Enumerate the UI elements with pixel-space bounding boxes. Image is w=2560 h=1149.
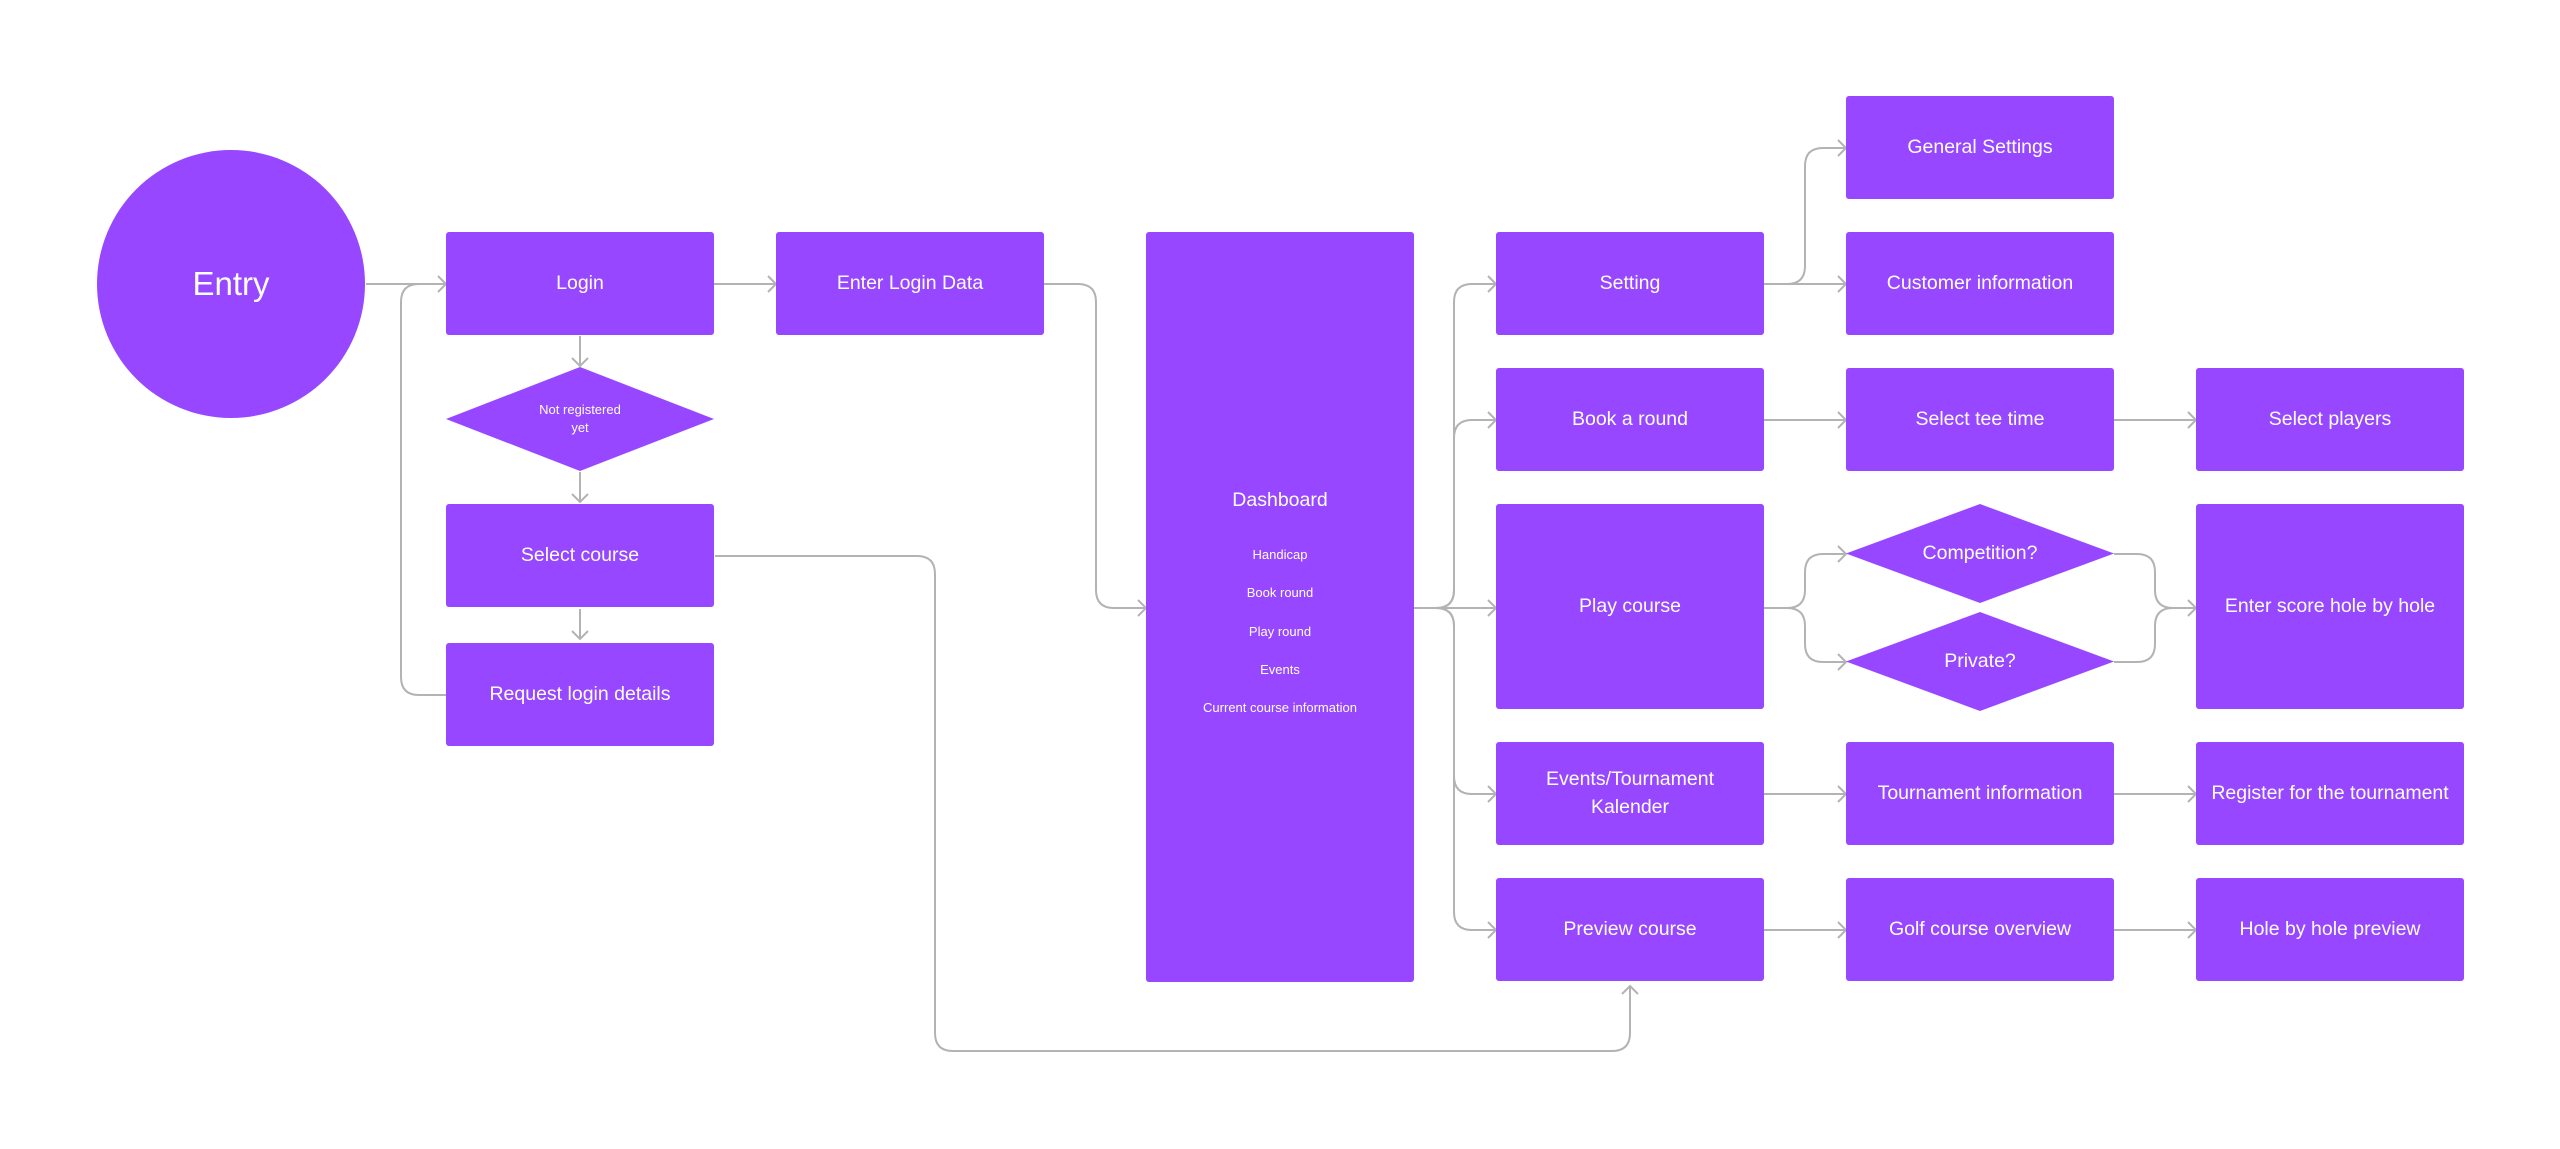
not-registered-label: Not registered yet xyxy=(539,401,621,435)
hole-by-hole-preview-node[interactable]: Hole by hole preview xyxy=(2196,878,2464,981)
entry-node[interactable]: Entry xyxy=(97,150,365,418)
select-players-node[interactable]: Select players xyxy=(2196,368,2464,471)
enter-login-data-label: Enter Login Data xyxy=(836,271,984,294)
preview-course-label: Preview course xyxy=(1563,917,1697,940)
customer-information-node[interactable]: Customer information xyxy=(1846,232,2114,335)
setting-node[interactable]: Setting xyxy=(1496,232,1764,335)
events-tournament-kalender-node[interactable]: Events/Tournament Kalender xyxy=(1496,742,1764,845)
events-tournament-kalender-label: Events/Tournament Kalender xyxy=(1545,768,1714,818)
edge-competition-score xyxy=(2114,553,2196,609)
dashboard-item-play-round: Play round xyxy=(1248,623,1312,639)
golf-course-overview-label: Golf course overview xyxy=(1888,917,2072,940)
private-decision[interactable]: Private? xyxy=(1846,612,2114,711)
register-tournament-label: Register for the tournament xyxy=(2211,781,2449,804)
setting-label: Setting xyxy=(1599,271,1661,294)
register-tournament-node[interactable]: Register for the tournament xyxy=(2196,742,2464,845)
edge-enterlogin-dashboard xyxy=(1044,283,1146,609)
select-tee-time-label: Select tee time xyxy=(1915,407,2045,430)
golf-course-overview-node[interactable]: Golf course overview xyxy=(1846,878,2114,981)
hole-by-hole-preview-label: Hole by hole preview xyxy=(2239,917,2421,940)
select-course-node[interactable]: Select course xyxy=(446,504,714,607)
dashboard-node[interactable]: Dashboard Handicap Book round Play round… xyxy=(1146,232,1414,982)
dashboard-item-handicap: Handicap xyxy=(1252,547,1308,563)
request-login-details-label: Request login details xyxy=(489,682,671,705)
diamond-shape xyxy=(446,367,714,471)
arrowhead xyxy=(1837,653,1848,671)
private-label: Private? xyxy=(1944,649,2016,672)
tournament-information-node[interactable]: Tournament information xyxy=(1846,742,2114,845)
dashboard-item-book-round: Book round xyxy=(1246,585,1314,601)
dashboard-item-events: Events xyxy=(1260,661,1300,677)
enter-score-label: Enter score hole by hole xyxy=(2224,594,2436,617)
edge-selectcourse-preview xyxy=(715,555,1631,1052)
edge-setting-general xyxy=(1764,147,1846,285)
book-a-round-node[interactable]: Book a round xyxy=(1496,368,1764,471)
connector-lines xyxy=(366,147,2196,1052)
diamond-shape xyxy=(1846,504,2114,603)
edge-private-score xyxy=(2114,607,2196,663)
diamond-shape xyxy=(1846,612,2114,711)
customer-information-label: Customer information xyxy=(1886,271,2074,294)
edge-dashboard-setting xyxy=(1435,283,1496,609)
enter-score-node[interactable]: Enter score hole by hole xyxy=(2196,504,2464,709)
general-settings-node[interactable]: General Settings xyxy=(1846,96,2114,199)
request-login-details-node[interactable]: Request login details xyxy=(446,643,714,746)
general-settings-label: General Settings xyxy=(1907,135,2053,158)
login-node[interactable]: Login xyxy=(446,232,714,335)
edge-play-competition xyxy=(1764,553,1846,609)
play-course-label: Play course xyxy=(1579,594,1681,617)
preview-course-node[interactable]: Preview course xyxy=(1496,878,1764,981)
arrowhead xyxy=(571,630,589,641)
enter-login-data-node[interactable]: Enter Login Data xyxy=(776,232,1044,335)
login-label: Login xyxy=(556,271,604,294)
arrowhead xyxy=(571,357,589,368)
arrowhead xyxy=(571,493,589,504)
competition-label: Competition? xyxy=(1922,541,2038,564)
edge-dashboard-preview xyxy=(1435,607,1496,931)
arrowhead xyxy=(1621,984,1639,995)
edge-dashboard-events xyxy=(1435,607,1496,795)
dashboard-item-current-course-information: Current course information xyxy=(1203,699,1357,715)
edge-request-login-loop xyxy=(400,283,446,696)
competition-decision[interactable]: Competition? xyxy=(1846,504,2114,603)
arrowhead xyxy=(1837,545,1848,563)
edge-dashboard-book xyxy=(1435,419,1496,609)
select-course-label: Select course xyxy=(520,543,640,566)
play-course-node[interactable]: Play course xyxy=(1496,504,1764,709)
entry-label: Entry xyxy=(192,264,270,302)
dashboard-title: Dashboard xyxy=(1232,488,1328,511)
select-tee-time-node[interactable]: Select tee time xyxy=(1846,368,2114,471)
edge-play-private xyxy=(1764,607,1846,663)
book-a-round-label: Book a round xyxy=(1571,407,1688,430)
not-registered-decision[interactable]: Not registered yet xyxy=(446,367,714,471)
tournament-information-label: Tournament information xyxy=(1877,781,2083,804)
select-players-label: Select players xyxy=(2268,407,2392,430)
